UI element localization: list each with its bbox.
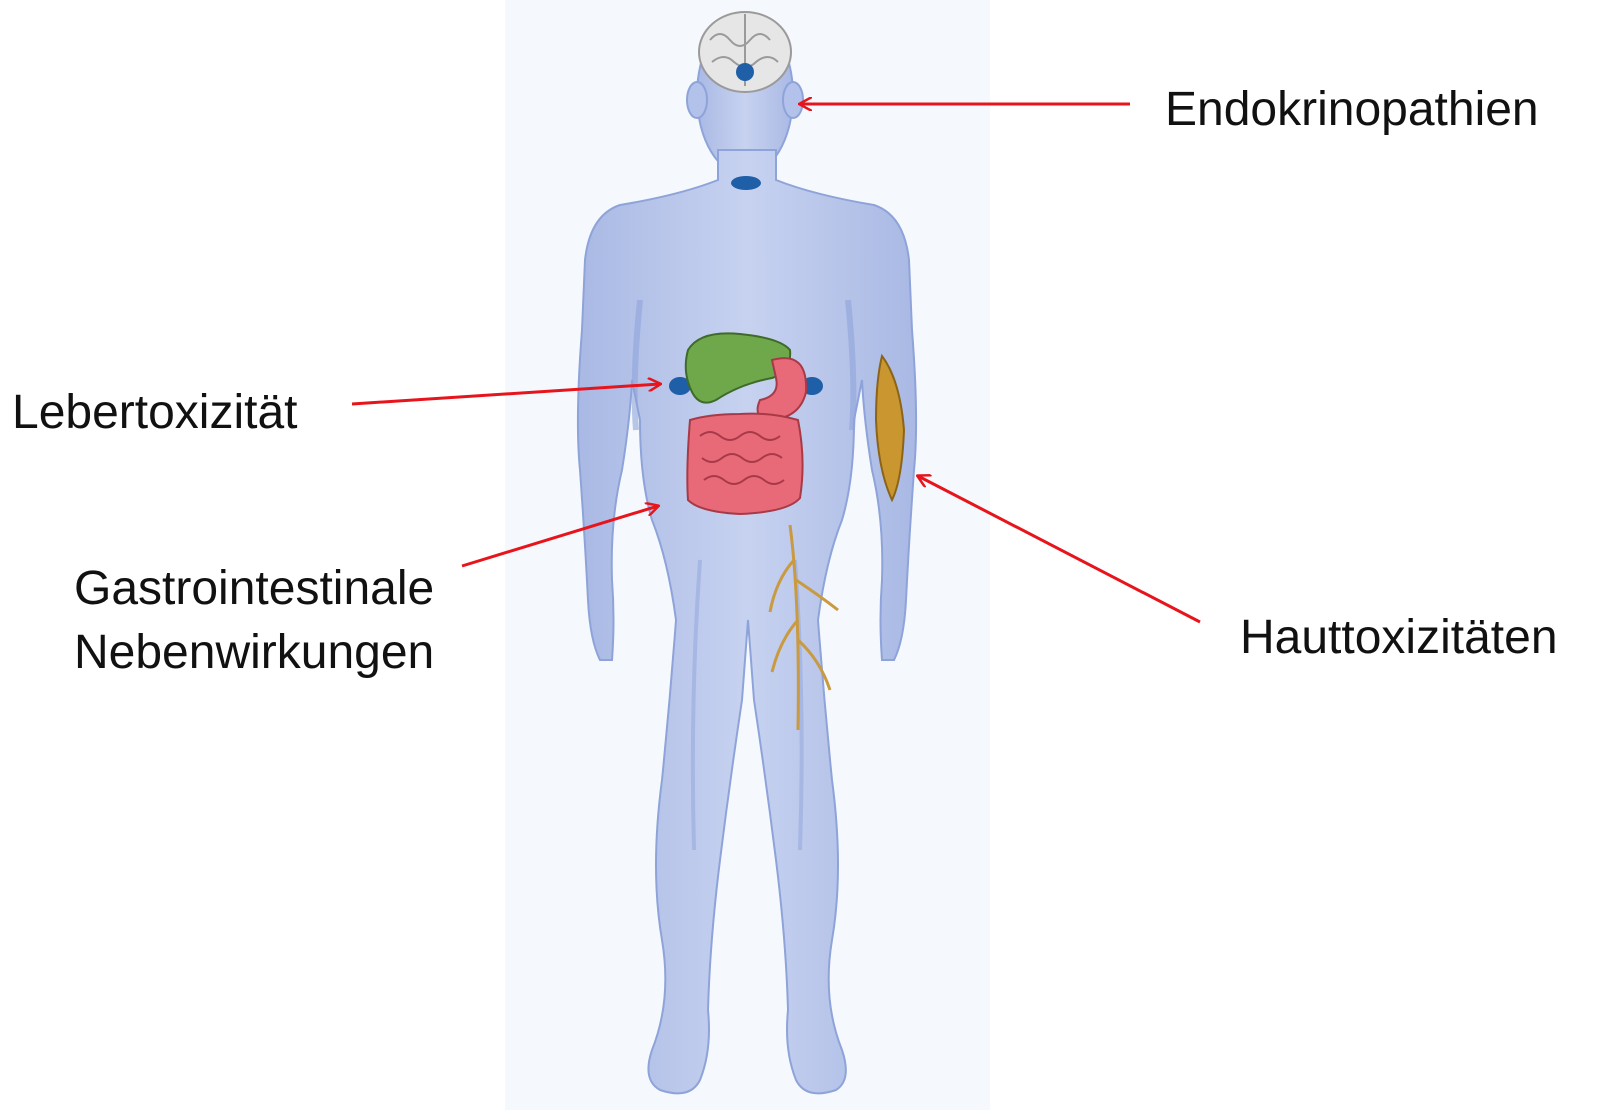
arrow-skin	[918, 476, 1200, 622]
arrow-gastrointestinal	[462, 506, 658, 566]
label-gastrointestinal-line2: Nebenwirkungen	[74, 621, 434, 685]
thyroid-gland-icon	[731, 176, 761, 190]
pituitary-gland-icon	[736, 63, 754, 81]
label-liver: Lebertoxizität	[12, 381, 298, 445]
intestine-icon	[687, 414, 802, 514]
label-endocrine: Endokrinopathien	[1165, 78, 1539, 142]
label-gastrointestinal: Gastrointestinale Nebenwirkungen	[74, 557, 434, 685]
label-skin: Hauttoxizitäten	[1240, 606, 1558, 670]
label-gastrointestinal-line1: Gastrointestinale	[74, 557, 434, 621]
